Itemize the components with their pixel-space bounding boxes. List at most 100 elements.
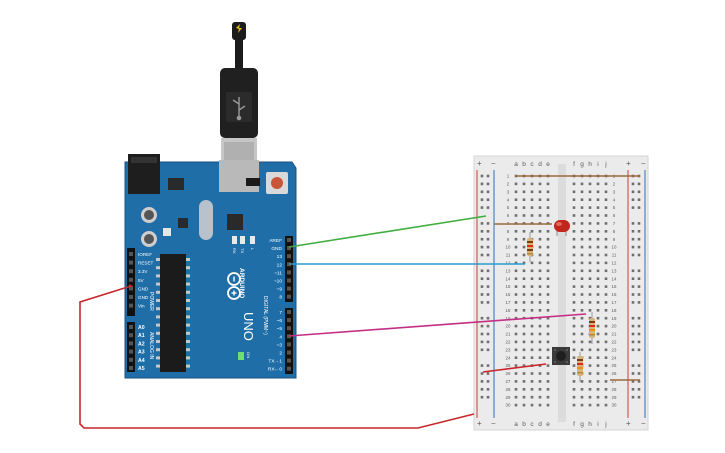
breadboard-hole[interactable] <box>514 198 518 201</box>
wire-5v[interactable] <box>79 285 475 429</box>
rail-hole[interactable] <box>631 277 635 280</box>
breadboard-hole[interactable] <box>580 348 584 352</box>
breadboard-hole[interactable] <box>514 380 518 383</box>
breadboard-hole[interactable] <box>580 388 584 391</box>
digital-pin-hole[interactable] <box>287 238 291 242</box>
rail-hole[interactable] <box>480 190 484 194</box>
breadboard-hole[interactable] <box>596 230 600 233</box>
breadboard-hole[interactable] <box>546 309 550 312</box>
breadboard-hole[interactable] <box>538 356 542 359</box>
breadboard-hole[interactable] <box>530 230 534 233</box>
breadboard-hole[interactable] <box>538 285 542 288</box>
breadboard-hole[interactable] <box>588 293 592 296</box>
breadboard-hole[interactable] <box>604 269 608 273</box>
digital-pin-hole[interactable] <box>287 278 291 283</box>
breadboard-hole[interactable] <box>572 380 576 383</box>
wire-gnd[interactable] <box>288 215 487 248</box>
red-led[interactable] <box>554 220 570 236</box>
rail-hole[interactable] <box>631 190 635 194</box>
breadboard-hole[interactable] <box>604 230 608 233</box>
breadboard-hole[interactable] <box>538 301 542 304</box>
breadboard-hole[interactable] <box>596 198 600 201</box>
breadboard-hole[interactable] <box>538 324 542 328</box>
breadboard-hole[interactable] <box>604 380 608 383</box>
breadboard-hole[interactable] <box>572 277 576 280</box>
rail-hole[interactable] <box>480 182 484 186</box>
breadboard-hole[interactable] <box>514 237 518 241</box>
breadboard-hole[interactable] <box>522 285 526 288</box>
wire-pin4[interactable] <box>288 313 587 337</box>
breadboard-hole[interactable] <box>530 348 534 352</box>
breadboard-hole[interactable] <box>538 182 542 186</box>
breadboard-hole[interactable] <box>604 309 608 312</box>
digital-pin-hole[interactable] <box>287 358 291 363</box>
rail-hole[interactable] <box>631 316 635 320</box>
breadboard-hole[interactable] <box>538 214 542 217</box>
breadboard-hole[interactable] <box>530 332 534 336</box>
breadboard-hole[interactable] <box>538 190 542 194</box>
breadboard-hole[interactable] <box>604 395 608 399</box>
digital-pin-hole[interactable] <box>287 366 291 371</box>
digital-pin-hole[interactable] <box>287 318 291 323</box>
breadboard-hole[interactable] <box>538 293 542 296</box>
breadboard-hole[interactable] <box>604 293 608 296</box>
breadboard-hole[interactable] <box>572 190 576 194</box>
rail-hole[interactable] <box>631 380 635 383</box>
rail-hole[interactable] <box>486 182 490 186</box>
breadboard-hole[interactable] <box>604 388 608 391</box>
breadboard-hole[interactable] <box>546 395 550 399</box>
breadboard-hole[interactable] <box>530 324 534 328</box>
rail-hole[interactable] <box>631 206 635 209</box>
breadboard-hole[interactable] <box>588 198 592 201</box>
breadboard-hole[interactable] <box>596 316 600 320</box>
breadboard-hole[interactable] <box>546 285 550 288</box>
rail-hole[interactable] <box>631 237 635 241</box>
rail-hole[interactable] <box>631 253 635 257</box>
breadboard-hole[interactable] <box>530 403 534 407</box>
breadboard-hole[interactable] <box>588 245 592 249</box>
breadboard-hole[interactable] <box>604 364 608 367</box>
breadboard-hole[interactable] <box>530 261 534 265</box>
rail-hole[interactable] <box>637 380 641 383</box>
breadboard-hole[interactable] <box>546 403 550 407</box>
breadboard-hole[interactable] <box>572 222 576 225</box>
rail-hole[interactable] <box>480 245 484 249</box>
breadboard-hole[interactable] <box>514 190 518 194</box>
breadboard-hole[interactable] <box>572 293 576 296</box>
breadboard-hole[interactable] <box>538 380 542 383</box>
rail-hole[interactable] <box>637 364 641 367</box>
breadboard-hole[interactable] <box>596 285 600 288</box>
breadboard-hole[interactable] <box>546 245 550 249</box>
rail-hole[interactable] <box>637 316 641 320</box>
breadboard-hole[interactable] <box>572 214 576 217</box>
breadboard-hole[interactable] <box>514 348 518 352</box>
breadboard-hole[interactable] <box>572 269 576 273</box>
breadboard-hole[interactable] <box>596 182 600 186</box>
rail-hole[interactable] <box>637 182 641 186</box>
breadboard-hole[interactable] <box>546 332 550 336</box>
breadboard-hole[interactable] <box>604 222 608 225</box>
breadboard-hole[interactable] <box>538 395 542 399</box>
breadboard-hole[interactable] <box>546 364 550 367</box>
breadboard-hole[interactable] <box>596 356 600 359</box>
breadboard-hole[interactable] <box>604 214 608 217</box>
rail-hole[interactable] <box>637 277 641 280</box>
breadboard-hole[interactable] <box>546 214 550 217</box>
breadboard-hole[interactable] <box>538 269 542 273</box>
arduino-uno-board[interactable]: RX TX L ON ARDUINO UNO POWER ANALOG IN D… <box>124 154 297 379</box>
breadboard-hole[interactable] <box>588 372 592 375</box>
breadboard-hole[interactable] <box>522 380 526 383</box>
digital-pin-hole[interactable] <box>287 342 291 347</box>
breadboard-hole[interactable] <box>522 340 526 344</box>
breadboard-hole[interactable] <box>514 245 518 249</box>
breadboard-hole[interactable] <box>522 301 526 304</box>
breadboard-hole[interactable] <box>596 372 600 375</box>
breadboard-hole[interactable] <box>596 348 600 352</box>
rail-hole[interactable] <box>486 253 490 257</box>
breadboard-hole[interactable] <box>514 277 518 280</box>
breadboard-hole[interactable] <box>514 340 518 344</box>
led-resistor[interactable] <box>527 232 533 262</box>
breadboard-hole[interactable] <box>572 309 576 312</box>
digital-pin-hole[interactable] <box>287 254 291 259</box>
breadboard-hole[interactable] <box>580 332 584 336</box>
